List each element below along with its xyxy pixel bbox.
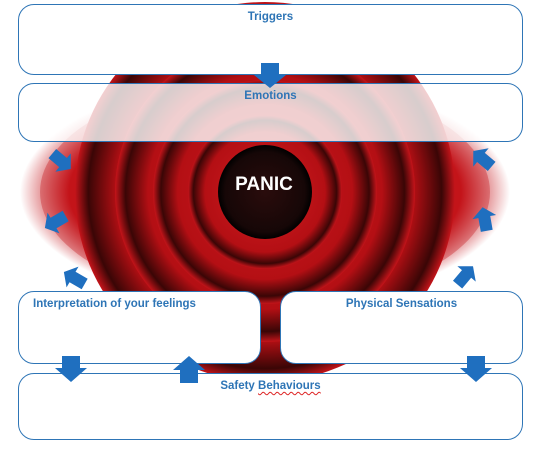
physical-sensations-box: Physical Sensations (280, 291, 523, 364)
safety-behaviours-label: Safety Behaviours (19, 380, 522, 392)
emotions-box: Emotions (18, 83, 523, 142)
panic-label: PANIC (235, 174, 293, 195)
physical-sensations-label: Physical Sensations (345, 298, 458, 310)
interpretation-label: Interpretation of your feelings (33, 298, 196, 310)
triggers-box: Triggers (18, 4, 523, 75)
interpretation-box: Interpretation of your feelings (18, 291, 261, 364)
safety-word: Safety (220, 380, 255, 392)
behaviours-word: Behaviours (258, 380, 321, 392)
bullseye-core (218, 145, 312, 239)
triggers-label: Triggers (247, 11, 294, 23)
safety-behaviours-box: Safety Behaviours (18, 373, 523, 440)
emotions-label: Emotions (244, 90, 297, 102)
